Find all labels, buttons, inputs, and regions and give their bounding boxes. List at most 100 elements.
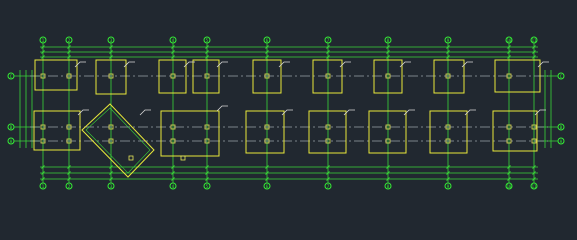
leader-line-6 — [339, 61, 351, 68]
dimension-tick-1-5 — [41, 171, 45, 175]
column-markers — [40, 73, 537, 161]
column-marker-27 — [445, 124, 451, 130]
footing-row-ab-1 — [33, 110, 81, 151]
column-marker-12 — [40, 138, 46, 144]
footing-rotated — [81, 103, 155, 178]
footing-row-c-1 — [34, 59, 78, 91]
axis-4-bottom-label: 4 — [172, 184, 175, 189]
dimension-tick-10-6 — [507, 177, 511, 181]
leader-line-10 — [77, 109, 89, 116]
dimension-tick-2-5 — [67, 171, 71, 175]
dimension-tick-11-4 — [532, 165, 536, 169]
column-marker-9 — [445, 73, 451, 79]
dimension-tick-10-4 — [507, 165, 511, 169]
axis-10-top-bubble: 10 — [505, 36, 513, 44]
dimension-tick-6-5 — [265, 171, 269, 175]
dimension-tick-9-1 — [446, 45, 450, 49]
axis-2-bottom-label: 2 — [68, 184, 71, 189]
column-marker-21 — [264, 124, 270, 130]
dimension-tick-1-6 — [41, 177, 45, 181]
dimension-tick-1-3 — [41, 55, 45, 59]
dimension-tick-10-3 — [507, 55, 511, 59]
axis-1-bottom-label: 1 — [42, 184, 45, 189]
column-marker-23 — [325, 124, 331, 130]
axis-10-bottom-label: 10 — [507, 184, 512, 189]
column-marker-32 — [531, 138, 537, 144]
leader-line-17 — [534, 109, 546, 116]
dimension-tick-5-6 — [205, 177, 209, 181]
column-marker-20 — [204, 138, 210, 144]
axis-11-top-bubble: 11 — [530, 36, 538, 44]
footing-row-c-9 — [494, 59, 541, 93]
dimension-tick-2-2 — [67, 50, 71, 54]
cad-drawing-viewport[interactable]: 1 2 3 4 5 6 7 8 9 10 11 1 2 3 4 5 6 7 8 … — [0, 0, 577, 203]
footing-row-ab-2 — [160, 110, 220, 157]
column-marker-30 — [506, 138, 512, 144]
footing-rotated-inner — [85, 107, 151, 174]
dimension-tick-6-4 — [265, 165, 269, 169]
center-lines — [30, 75, 548, 142]
leader-line-12 — [216, 105, 228, 112]
dimension-tick-9-4 — [446, 165, 450, 169]
dimension-tick-7-6 — [326, 177, 330, 181]
dimension-tick-3-6 — [109, 177, 113, 181]
column-marker-5 — [204, 73, 210, 79]
column-marker-17 — [170, 124, 176, 130]
axis-3-bottom-label: 3 — [110, 184, 113, 189]
dimension-tick-11-1 — [532, 45, 536, 49]
dimension-tick-8-3 — [386, 55, 390, 59]
dimension-tick-4-4 — [171, 165, 175, 169]
dimension-tick-9-3 — [446, 55, 450, 59]
axis-3-top-label: 3 — [110, 38, 113, 43]
footing-row-c-7 — [373, 59, 403, 94]
column-marker-3 — [108, 73, 114, 79]
dimension-tick-8-2 — [386, 50, 390, 54]
column-marker-28 — [445, 138, 451, 144]
axis-C-right-label: C — [560, 74, 563, 79]
column-marker-24 — [325, 138, 331, 144]
dimension-tick-7-5 — [326, 171, 330, 175]
dimension-tick-2-3 — [67, 55, 71, 59]
column-marker-15 — [108, 124, 114, 130]
dimension-tick-3-4 — [109, 165, 113, 169]
column-marker-31 — [531, 124, 537, 130]
dimension-tick-11-3 — [532, 55, 536, 59]
footing-row-c-2 — [95, 59, 127, 95]
leader-line-11 — [139, 109, 151, 116]
dimension-tick-1-1 — [41, 45, 45, 49]
dimension-tick-7-2 — [326, 50, 330, 54]
dimension-tick-3-1 — [109, 45, 113, 49]
axis-A-left-label: A — [10, 139, 13, 144]
dimension-tick-4-2 — [171, 50, 175, 54]
dimension-tick-6-1 — [265, 45, 269, 49]
column-marker-4 — [170, 73, 176, 79]
axis-C-left-label: C — [10, 74, 13, 79]
dimension-tick-4-1 — [171, 45, 175, 49]
column-marker-extra-1 — [128, 155, 134, 161]
dimension-tick-5-5 — [205, 171, 209, 175]
dimension-tick-3-2 — [109, 50, 113, 54]
dimension-tick-4-3 — [171, 55, 175, 59]
dimension-tick-1-2 — [41, 50, 45, 54]
foundation-plan-drawing: 1 2 3 4 5 6 7 8 9 10 11 1 2 3 4 5 6 7 8 … — [7, 36, 565, 190]
footing-row-c-6 — [312, 59, 343, 94]
axis-11-bottom-label: 11 — [532, 184, 537, 189]
dimension-tick-2-1 — [67, 45, 71, 49]
footing-row-c-4 — [192, 59, 220, 94]
leader-lines — [74, 61, 549, 116]
dimension-tick-1-4 — [41, 165, 45, 169]
axis-7-top-label: 7 — [327, 38, 330, 43]
dimension-tick-5-1 — [205, 45, 209, 49]
dimension-tick-8-4 — [386, 165, 390, 169]
column-marker-18 — [170, 138, 176, 144]
footing-row-c-5 — [252, 59, 282, 94]
dimension-tick-6-3 — [265, 55, 269, 59]
dimension-tick-8-6 — [386, 177, 390, 181]
column-marker-29 — [506, 124, 512, 130]
dimension-tick-8-1 — [386, 45, 390, 49]
dimension-tick-11-6 — [532, 177, 536, 181]
dimension-tick-6-6 — [265, 177, 269, 181]
dimension-tick-7-1 — [326, 45, 330, 49]
column-marker-6 — [264, 73, 270, 79]
footing-row-c-8 — [433, 59, 465, 94]
